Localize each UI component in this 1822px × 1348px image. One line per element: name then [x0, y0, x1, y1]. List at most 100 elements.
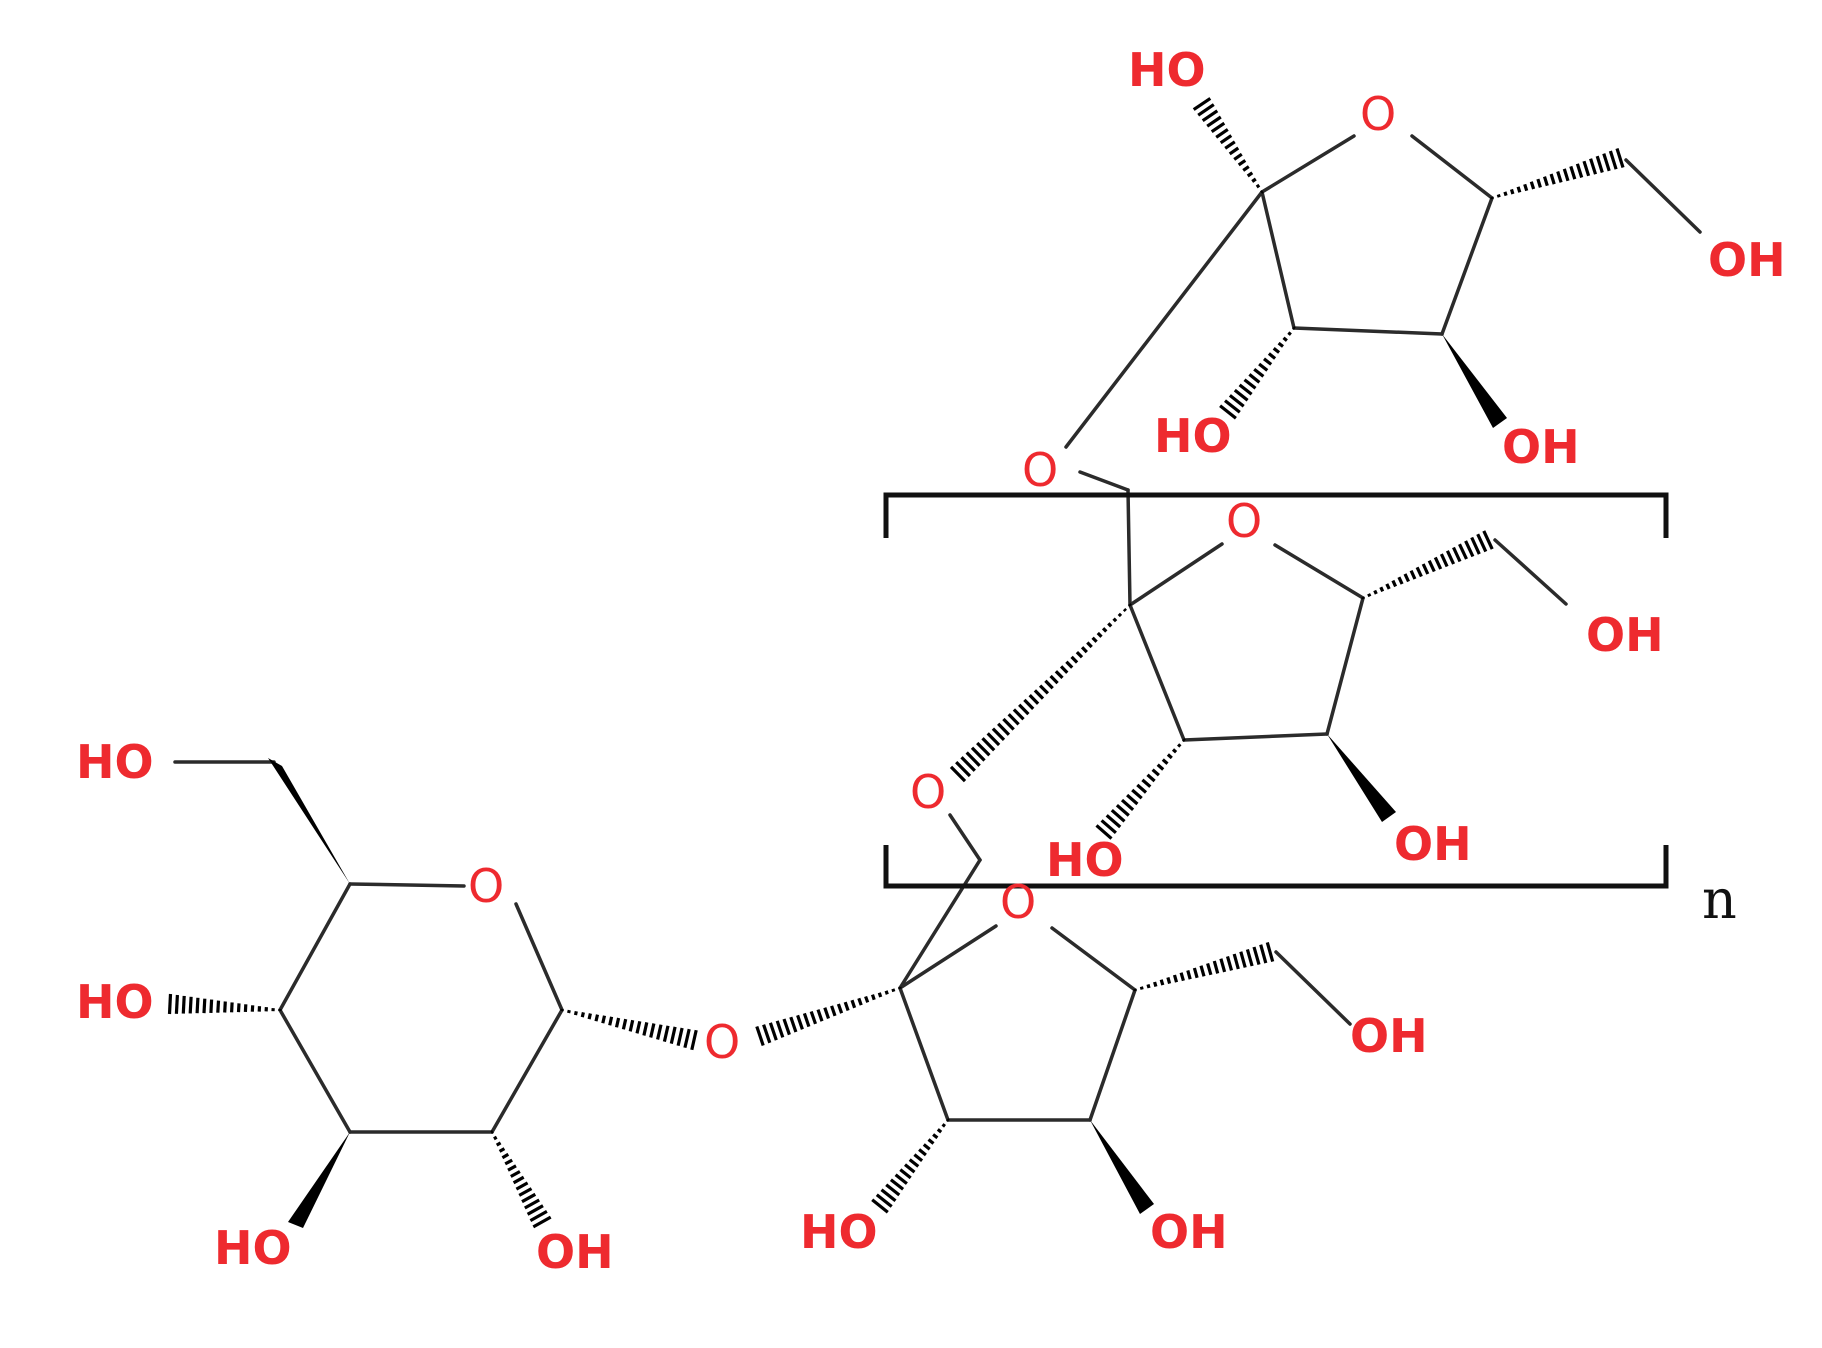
bond: [1064, 190, 1264, 449]
hashed-bond: [1219, 326, 1296, 420]
hash-stroke: [495, 1141, 502, 1147]
hash-stroke: [1503, 191, 1508, 197]
bracket-bottom: [883, 845, 1669, 889]
hash-stroke: [1139, 986, 1144, 990]
wedge-bond: [1327, 734, 1396, 822]
hash-stroke: [1391, 579, 1398, 588]
hash-stroke: [927, 1138, 935, 1145]
hash-stroke: [1529, 181, 1536, 190]
hash-stroke: [1201, 109, 1219, 123]
hash-stroke: [1516, 186, 1522, 193]
hashed-bonds: [167, 97, 1625, 1229]
hash-stroke: [1054, 670, 1064, 680]
hash-stroke: [1219, 404, 1237, 420]
hash-stroke: [1595, 155, 1604, 173]
hash-stroke: [614, 1017, 621, 1028]
hash-stroke: [1186, 969, 1192, 980]
hash-stroke: [1117, 612, 1123, 618]
hash-stroke: [1403, 573, 1410, 583]
hash-stroke: [1192, 967, 1199, 979]
hydroxyl-label: OH: [1586, 608, 1664, 662]
hash-stroke: [230, 1002, 234, 1013]
hash-stroke: [1482, 530, 1494, 550]
bond: [898, 986, 950, 1122]
hash-stroke: [1228, 394, 1245, 408]
hash-stroke: [1059, 665, 1069, 674]
hash-stroke: [1219, 958, 1227, 973]
hashed-bond: [490, 1130, 552, 1229]
atom-labels: HO O OH HO OH O O OH O HO OH O OH HO OH …: [76, 43, 1786, 1279]
bond: [898, 924, 998, 990]
hash-stroke: [1095, 824, 1113, 840]
hash-stroke: [850, 999, 857, 1009]
hash-stroke: [918, 1148, 927, 1157]
hash-stroke: [1615, 148, 1625, 168]
hash-stroke: [976, 741, 991, 757]
hash-stroke: [1159, 979, 1165, 986]
hash-stroke: [816, 1009, 824, 1022]
hash-stroke: [1177, 743, 1182, 748]
hash-stroke: [669, 1026, 677, 1044]
hydroxyl-label: HO: [1154, 409, 1232, 463]
hash-stroke: [1415, 566, 1423, 578]
hash-stroke: [510, 1170, 521, 1178]
bond: [1260, 190, 1296, 330]
hash-stroke: [755, 1025, 765, 1047]
hash-stroke: [1212, 960, 1220, 974]
hash-stroke: [955, 760, 972, 778]
hash-stroke: [1146, 773, 1156, 783]
hash-stroke: [913, 1153, 924, 1162]
hash-stroke: [209, 999, 214, 1013]
hash-stroke: [899, 1168, 912, 1180]
hash-stroke: [601, 1015, 607, 1024]
hash-stroke: [1110, 808, 1126, 823]
hash-stroke: [1237, 159, 1247, 167]
wedge-bond: [1090, 1120, 1154, 1214]
hash-stroke: [518, 1187, 533, 1197]
repeat-count: n: [1702, 868, 1737, 931]
hash-stroke: [1120, 798, 1135, 812]
hash-stroke: [997, 722, 1011, 736]
hash-stroke: [1028, 693, 1040, 705]
hash-stroke: [1219, 134, 1233, 145]
hash-stroke: [1233, 388, 1249, 402]
hash-stroke: [1192, 97, 1212, 111]
bond: [348, 882, 466, 888]
hash-stroke: [628, 1019, 635, 1032]
hashed-bond: [1361, 530, 1494, 600]
hash-stroke: [796, 1014, 804, 1030]
hydroxyl-label: OH: [1502, 420, 1580, 474]
bond: [278, 882, 352, 1012]
hash-stroke: [515, 1181, 529, 1191]
hydroxyl-label: OH: [1394, 817, 1472, 871]
glycosidic-oxygen-label: O: [1022, 443, 1058, 497]
bond: [278, 1008, 352, 1134]
hash-stroke: [521, 1192, 537, 1204]
hash-stroke: [167, 993, 173, 1015]
hash-stroke: [1248, 373, 1261, 384]
hash-stroke: [830, 1005, 837, 1017]
hash-stroke: [512, 1175, 525, 1185]
hash-stroke: [941, 1123, 946, 1128]
hash-stroke: [649, 1023, 656, 1038]
hash-stroke: [1272, 347, 1281, 354]
hash-stroke: [1232, 953, 1240, 970]
hash-stroke: [656, 1024, 663, 1040]
hash-stroke: [1397, 576, 1404, 585]
bond: [1182, 732, 1329, 742]
hash-stroke: [188, 996, 193, 1014]
hash-stroke: [1282, 336, 1288, 342]
hash-stroke: [1589, 158, 1598, 175]
hydroxyl-label: OH: [1150, 1205, 1228, 1259]
hash-stroke: [1523, 183, 1529, 192]
hash-stroke: [880, 1188, 897, 1203]
hash-stroke: [690, 1029, 698, 1051]
bond: [1274, 950, 1352, 1026]
hash-stroke: [898, 986, 902, 990]
hash-stroke: [1215, 128, 1229, 139]
ring-oxygen-label: O: [1360, 87, 1396, 141]
hash-stroke: [1228, 146, 1240, 156]
hash-stroke: [587, 1013, 592, 1020]
bond: [1126, 488, 1132, 607]
wedge-bond: [288, 1132, 350, 1228]
